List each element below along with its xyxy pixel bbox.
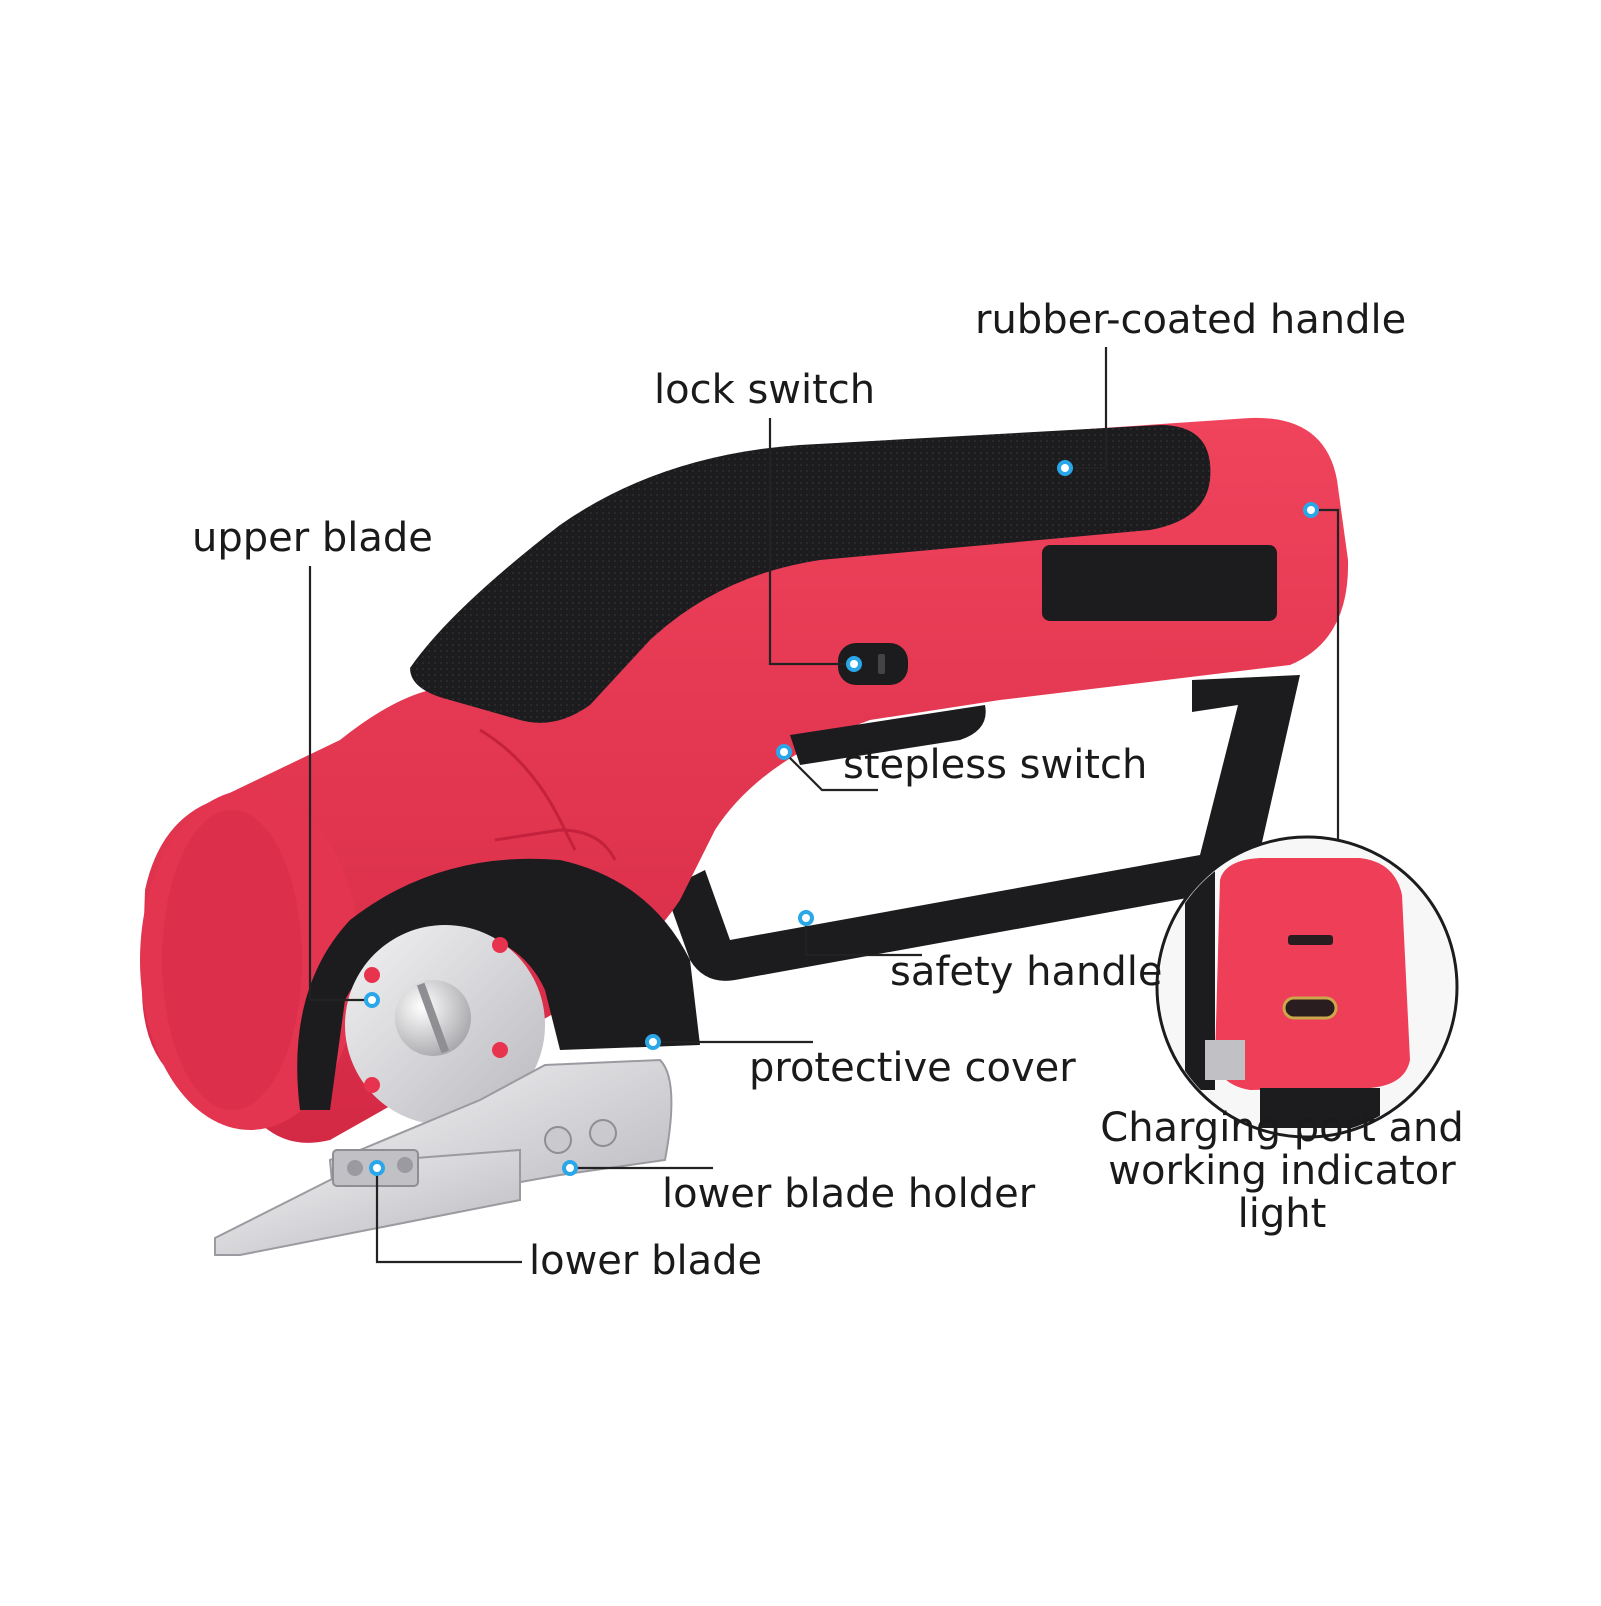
dot-charging-port: [1303, 502, 1319, 518]
label-upper-blade: upper blade: [192, 515, 433, 561]
usb-c-port: [1282, 996, 1338, 1020]
label-charging-port: Charging port and working indicator ligh…: [1100, 1105, 1464, 1238]
dot-upper-blade: [364, 992, 380, 1008]
dot-safety-handle: [798, 910, 814, 926]
stepless-switch-shape: [790, 705, 986, 765]
label-stepless-switch: stepless switch: [843, 742, 1148, 788]
dot-rubber-coated-handle: [1057, 460, 1073, 476]
dot-lower-blade: [369, 1160, 385, 1176]
safety-handle-shape: [665, 675, 1300, 981]
charging-port-inset: [1155, 835, 1459, 1139]
label-safety-handle: safety handle: [890, 949, 1163, 995]
dot-lower-blade-holder: [562, 1160, 578, 1176]
callout-dots: [364, 460, 1319, 1176]
dot-protective-cover: [645, 1034, 661, 1050]
label-rubber-coated-handle: rubber-coated handle: [975, 297, 1407, 343]
label-lower-blade-holder: lower blade holder: [662, 1171, 1036, 1217]
protective-cover-shape: [297, 858, 700, 1110]
dot-lock-switch: [846, 656, 862, 672]
label-lower-blade: lower blade: [529, 1238, 763, 1284]
rubber-grip-shape: [410, 425, 1211, 723]
lock-switch-shape: [838, 643, 908, 685]
label-protective-cover: protective cover: [749, 1045, 1076, 1091]
side-window: [1042, 545, 1277, 621]
indicator-light: [1288, 935, 1333, 945]
label-lock-switch: lock switch: [654, 367, 876, 413]
leader-lines: [308, 347, 1340, 1264]
dot-stepless-switch: [776, 744, 792, 760]
